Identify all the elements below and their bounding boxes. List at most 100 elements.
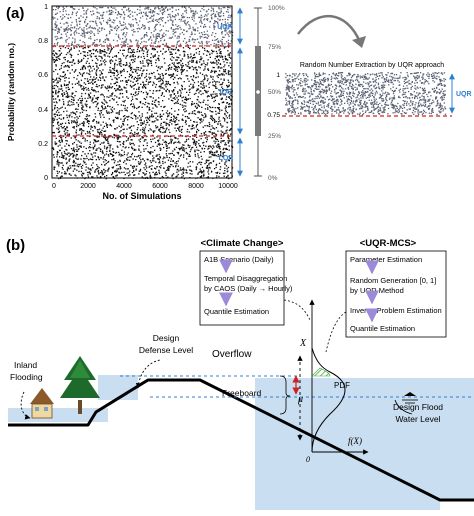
random-point: [217, 58, 220, 61]
random-point: [207, 34, 209, 36]
random-point: [158, 18, 161, 20]
random-point: [224, 27, 226, 29]
random-point: [381, 94, 384, 96]
random-point: [425, 99, 427, 101]
random-point: [417, 109, 420, 111]
random-point: [103, 96, 105, 98]
random-point: [213, 151, 215, 154]
random-point: [80, 132, 83, 135]
random-point: [56, 107, 58, 109]
random-point: [191, 124, 194, 126]
random-point: [97, 11, 99, 14]
random-point: [79, 128, 81, 130]
random-point: [203, 26, 205, 28]
random-point: [169, 67, 171, 69]
random-point: [57, 121, 60, 123]
random-point: [150, 129, 152, 131]
random-point: [55, 21, 57, 23]
random-point: [159, 10, 161, 12]
random-point: [415, 96, 417, 98]
random-point: [126, 154, 128, 156]
random-point: [345, 79, 347, 82]
random-point: [214, 70, 216, 72]
random-point: [68, 43, 70, 45]
random-point: [163, 156, 165, 158]
random-point: [75, 153, 78, 156]
random-point: [150, 146, 152, 149]
random-point: [88, 130, 91, 133]
random-point: [358, 98, 360, 100]
random-point: [158, 86, 160, 88]
random-point: [297, 87, 299, 89]
random-point: [115, 152, 117, 154]
random-point: [86, 10, 88, 12]
random-point: [436, 72, 438, 75]
random-point: [52, 81, 55, 83]
random-point: [212, 106, 214, 109]
random-point: [148, 117, 151, 119]
random-point: [131, 29, 133, 31]
random-point: [340, 93, 342, 95]
random-point: [199, 168, 201, 170]
random-point: [172, 33, 174, 35]
random-point: [173, 118, 175, 120]
random-point: [103, 103, 105, 105]
random-point: [54, 108, 56, 110]
random-point: [392, 105, 394, 107]
random-point: [109, 59, 111, 62]
random-point: [115, 55, 117, 57]
random-point: [172, 16, 174, 18]
random-point: [319, 80, 321, 83]
random-point: [162, 126, 164, 128]
random-point: [213, 10, 215, 12]
random-point: [100, 112, 102, 114]
random-point: [164, 62, 166, 64]
random-point: [174, 65, 176, 67]
random-point: [83, 88, 86, 90]
random-point: [123, 128, 125, 130]
random-point: [105, 148, 108, 150]
random-point: [101, 163, 103, 166]
random-point: [137, 117, 139, 119]
random-point: [55, 79, 57, 81]
random-point: [69, 114, 71, 116]
random-point: [70, 95, 72, 97]
random-point: [61, 127, 63, 129]
random-point: [224, 24, 226, 26]
random-point: [128, 65, 131, 67]
random-point: [191, 170, 193, 172]
random-point: [67, 47, 69, 50]
random-point: [162, 74, 164, 76]
random-point: [370, 81, 372, 83]
random-point: [164, 7, 167, 9]
random-point: [131, 146, 133, 148]
random-point: [156, 37, 158, 39]
random-point: [229, 70, 231, 72]
random-point: [81, 122, 83, 124]
random-point: [190, 169, 192, 172]
random-point: [84, 158, 86, 160]
random-point: [57, 95, 59, 97]
random-point: [178, 18, 180, 21]
random-point: [200, 21, 203, 23]
random-point: [102, 6, 104, 9]
random-point: [146, 35, 148, 37]
random-point: [154, 75, 156, 78]
random-point: [136, 28, 138, 30]
random-point: [131, 171, 134, 174]
random-point: [291, 111, 293, 113]
random-point: [129, 9, 131, 12]
random-point: [72, 143, 74, 145]
random-point: [52, 16, 54, 18]
random-point: [72, 8, 74, 10]
random-point: [100, 43, 102, 46]
random-point: [181, 146, 183, 148]
random-point: [117, 116, 119, 119]
random-point: [346, 100, 348, 102]
random-point: [170, 107, 173, 110]
random-point: [86, 78, 89, 80]
random-point: [176, 100, 179, 102]
random-point: [58, 99, 61, 101]
random-point: [52, 85, 54, 87]
random-point: [160, 87, 162, 89]
